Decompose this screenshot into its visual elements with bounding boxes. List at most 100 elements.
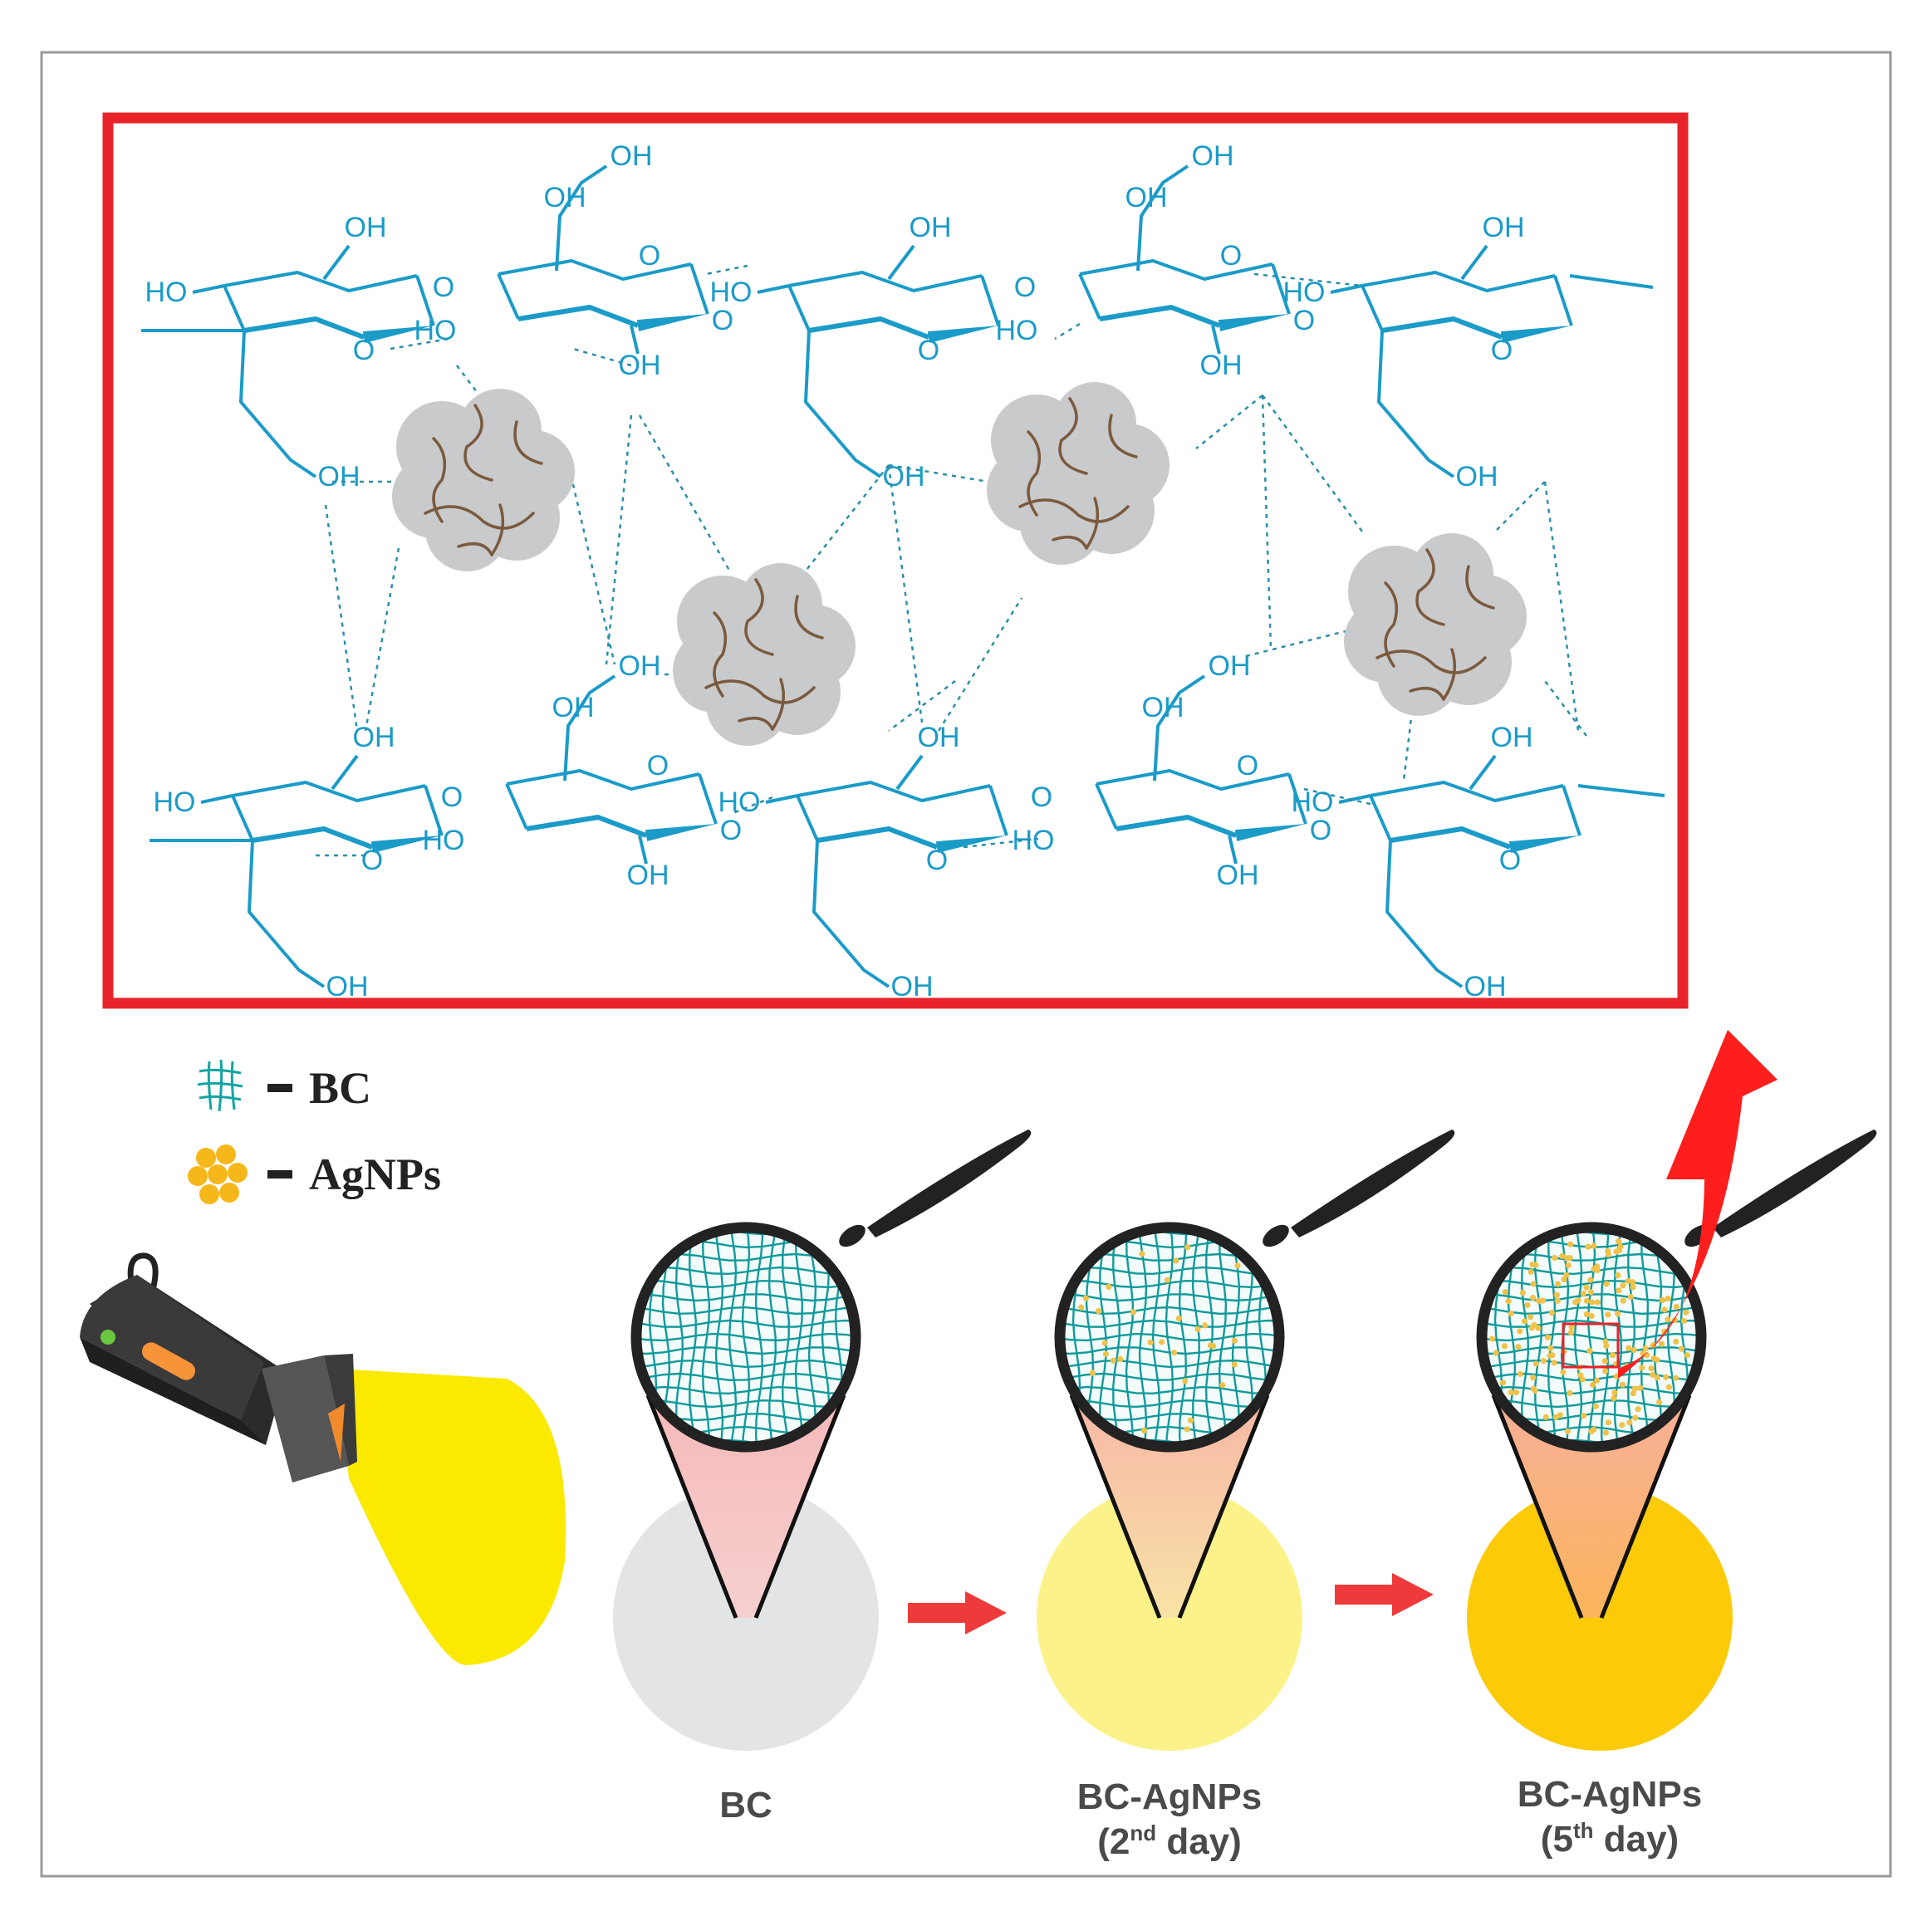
cone-edge xyxy=(1069,1394,1162,1619)
silver-particle xyxy=(1517,1370,1523,1377)
label-bc: BC xyxy=(719,1785,772,1825)
ring-bond xyxy=(1390,826,1512,850)
silver-particle xyxy=(1234,1262,1241,1269)
hydroxyl-label: OH xyxy=(910,212,952,243)
silver-particle xyxy=(1184,1426,1190,1433)
silver-particle xyxy=(1564,1428,1571,1435)
ch2oh-bond xyxy=(239,330,317,478)
silver-particle xyxy=(1614,1311,1621,1317)
ring-bond xyxy=(1287,773,1307,825)
silver-particle xyxy=(1505,1298,1512,1305)
glycosidic-oxygen-label: O xyxy=(1293,305,1315,336)
magnifier-cone xyxy=(1071,1395,1268,1618)
substituent-bond xyxy=(638,835,648,865)
nanoparticle-lobe xyxy=(1385,575,1485,674)
hydrogen-bond xyxy=(1195,394,1263,449)
hydrogen-bond xyxy=(1303,787,1371,806)
nanoparticle-crack xyxy=(490,503,505,556)
substituent-bond xyxy=(895,754,924,791)
glycosidic-oxygen-label: O xyxy=(720,815,742,846)
silver-particle xyxy=(1513,1389,1520,1396)
nanoparticle-crack xyxy=(744,578,774,656)
ring-oxygen-label: O xyxy=(647,750,669,782)
silver-particle xyxy=(1572,1299,1579,1306)
nanoparticle-crack xyxy=(771,678,786,731)
ring-oxygen-label: O xyxy=(353,335,375,366)
silver-particle xyxy=(1521,1318,1528,1325)
zoom-region-marker xyxy=(1562,1322,1620,1369)
mesh-fiber xyxy=(1138,1232,1148,1443)
mesh-fiber xyxy=(728,1232,738,1443)
ring-bond xyxy=(788,271,983,292)
silver-particles xyxy=(1078,1244,1241,1434)
silver-particle xyxy=(1592,1403,1599,1409)
mesh-fiber xyxy=(640,1372,851,1381)
silver-particle xyxy=(1583,1297,1591,1304)
nanoparticle-crack xyxy=(1085,497,1100,550)
hydrogen-bond xyxy=(888,463,989,483)
silver-particle xyxy=(1147,1339,1154,1345)
hydrogen-bond xyxy=(563,448,616,665)
magnifier-rim xyxy=(1054,1222,1285,1453)
silver-particle xyxy=(1605,1311,1611,1318)
ring-oxygen-label: O xyxy=(1499,845,1521,876)
silver-particle xyxy=(1644,1352,1650,1359)
silver-particle xyxy=(1106,1283,1112,1291)
hydroxyl-label: OH xyxy=(918,722,960,753)
silver-particle xyxy=(1665,1295,1671,1302)
silver-particle xyxy=(1488,1335,1496,1342)
silver-particle xyxy=(1601,1358,1609,1365)
silver-particle xyxy=(1548,1310,1556,1316)
ring-oxygen-label: O xyxy=(926,845,948,876)
magnifier-collar xyxy=(1263,1224,1289,1247)
ring-bond xyxy=(232,781,426,802)
silver-particle xyxy=(1656,1399,1663,1406)
substituent-bond xyxy=(1330,284,1363,294)
silver-particle xyxy=(1585,1243,1591,1250)
silver-particle xyxy=(1615,1272,1621,1279)
hydrogen-bond xyxy=(390,337,449,350)
magnifier-handle xyxy=(867,1130,1032,1237)
ring-bond xyxy=(1078,273,1101,320)
cone-edge xyxy=(645,1394,738,1619)
nanoparticle-crack xyxy=(1375,649,1487,674)
hydroxyl-label: OH xyxy=(1217,860,1259,891)
silver-particle xyxy=(1659,1296,1666,1303)
silver-particle xyxy=(1673,1338,1679,1345)
silver-particle xyxy=(1202,1322,1209,1329)
silver-particle xyxy=(1502,1289,1508,1296)
silver-particle xyxy=(1527,1314,1534,1321)
silver-particle xyxy=(1583,1284,1590,1291)
mesh-fiber xyxy=(640,1346,851,1355)
ring-wedge xyxy=(1508,836,1580,853)
ring-wedge xyxy=(370,836,442,853)
nanoparticle-crack xyxy=(1052,535,1088,550)
mesh-fiber xyxy=(1218,1232,1228,1443)
silver-particle xyxy=(1529,1294,1537,1301)
hydroxyl-label: HO xyxy=(423,825,465,856)
silver-nanoparticle xyxy=(392,389,575,571)
magnifier-handle xyxy=(1713,1130,1877,1237)
mesh-fiber xyxy=(1204,1232,1214,1443)
silver-particle xyxy=(1672,1375,1679,1381)
ring-bond xyxy=(243,316,365,340)
silver-particle xyxy=(1532,1360,1539,1367)
substituent-bond xyxy=(757,284,790,294)
silver-particle xyxy=(1663,1374,1670,1380)
silver-particle xyxy=(1594,1377,1601,1384)
silver-particle xyxy=(1182,1378,1189,1384)
glycosidic-oxygen-label: O xyxy=(433,272,454,303)
hydrogen-bond xyxy=(937,597,1023,732)
legend-dash-bc xyxy=(267,1084,292,1092)
substituent-bond xyxy=(1338,794,1371,804)
silver-particle xyxy=(1164,1277,1171,1283)
silver-particle xyxy=(1089,1370,1096,1376)
ring-bond xyxy=(1361,285,1384,331)
magnifier-rim xyxy=(630,1222,861,1453)
hydrogen-bond xyxy=(324,504,359,732)
ring-oxygen-label: O xyxy=(639,240,660,272)
mesh-fiber xyxy=(1573,1232,1583,1443)
substituent-bond xyxy=(765,794,798,804)
hydroxyl-label: OH xyxy=(627,860,669,891)
silver-particle xyxy=(1616,1287,1622,1294)
